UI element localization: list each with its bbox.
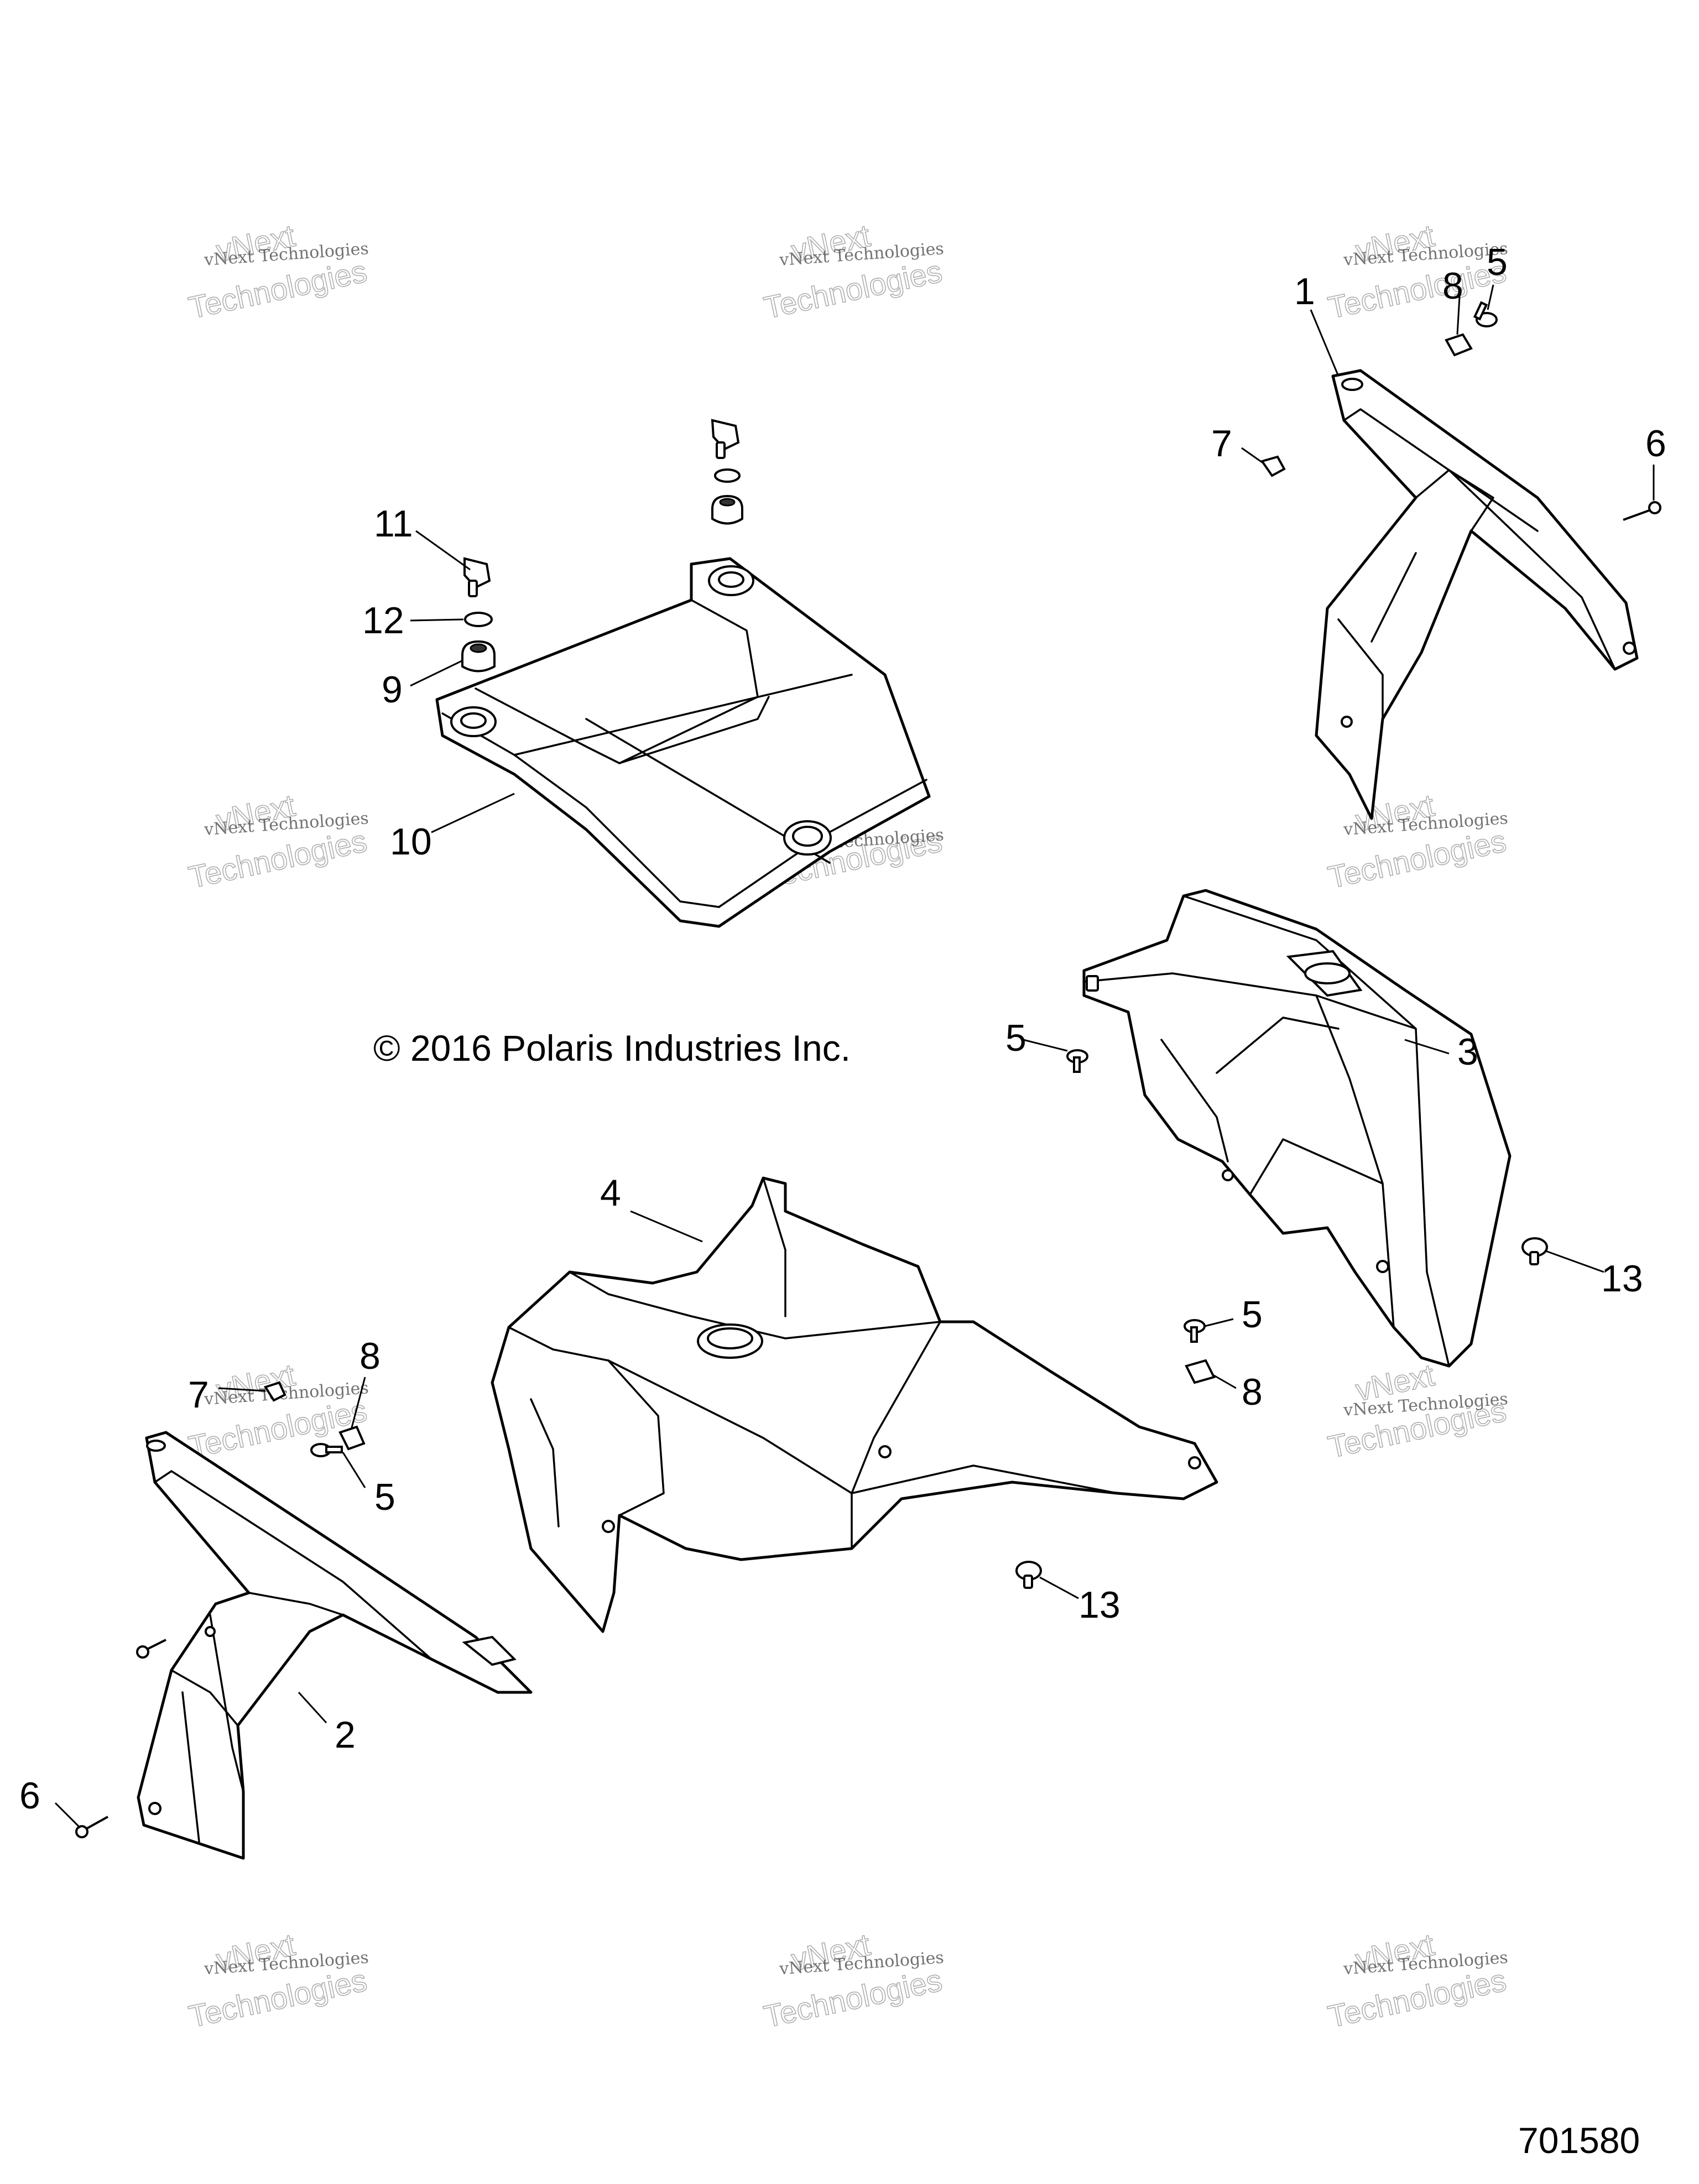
callout-8-center-right: 8: [1242, 1371, 1263, 1413]
part-13-pushpin-right: [1521, 1237, 1548, 1265]
part-6-bolt-top-right: [1623, 501, 1661, 521]
drawing-number: 701580: [1518, 2120, 1640, 2161]
part-3-fender-right: [1082, 889, 1512, 1368]
callout-5-center-right: 5: [1242, 1294, 1263, 1336]
part-11-latch-right: [711, 419, 740, 459]
callout-7-top: 7: [1211, 423, 1232, 465]
callout-7-lower: 7: [188, 1374, 209, 1416]
callout-8-lower: 8: [359, 1335, 381, 1377]
part-12-washer-left: [464, 612, 493, 627]
part-7-pushpin-top-right: [1260, 455, 1286, 477]
callout-11: 11: [374, 503, 413, 545]
part-9-grommet-left: [461, 640, 496, 673]
callout-13-right: 13: [1601, 1258, 1643, 1300]
part-10-cover-panel: [435, 557, 931, 928]
part-6-bolt-lower-left-b: [75, 1816, 108, 1838]
callout-2: 2: [335, 1714, 356, 1756]
callout-5-mid: 5: [1005, 1017, 1026, 1059]
part-11-latch-left: [463, 557, 491, 597]
callout-6-top: 6: [1645, 423, 1666, 465]
part-5-screw-mid: [1066, 1049, 1088, 1073]
part-4-fender-center: [491, 1176, 1218, 1633]
part-6-bolt-lower-left-a: [136, 1639, 166, 1659]
part-9-grommet-right: [711, 494, 743, 525]
callout-6-lower: 6: [19, 1775, 40, 1817]
part-12-washer-right: [714, 468, 741, 483]
part-5-screw-center-right: [1184, 1319, 1206, 1343]
part-2-fender-lower-left: [137, 1431, 533, 1860]
callout-3: 3: [1457, 1031, 1478, 1073]
callout-4: 4: [600, 1172, 621, 1214]
part-8-clip-top-right: [1445, 333, 1473, 357]
part-5-screw-top-right: [1473, 301, 1498, 327]
leader-lines: [54, 284, 1655, 1829]
part-5-screw-lower-left: [310, 1443, 343, 1457]
callout-13-center: 13: [1078, 1584, 1120, 1626]
part-13-pushpin-center: [1015, 1561, 1042, 1589]
callout-1: 1: [1294, 270, 1315, 312]
callout-5-top: 5: [1487, 241, 1508, 283]
callout-9: 9: [382, 669, 403, 711]
part-1-fender-upper-right: [1315, 369, 1639, 820]
part-8-clip-lower-left: [338, 1425, 366, 1451]
callout-10: 10: [390, 821, 432, 863]
callout-5-lower: 5: [374, 1476, 395, 1518]
part-7-pushpin-lower-left: [263, 1381, 286, 1402]
callout-8-top: 8: [1442, 265, 1463, 307]
callout-12: 12: [362, 600, 404, 642]
copyright-notice: © 2016 Polaris Industries Inc.: [373, 1028, 851, 1068]
part-8-clip-center-right: [1185, 1359, 1216, 1384]
